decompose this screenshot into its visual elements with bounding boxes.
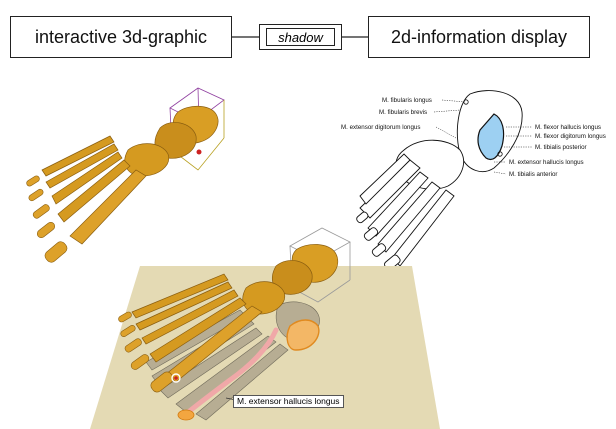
label-extensor-hallucis-longus: M. extensor hallucis longus [509,159,584,166]
shadow-muscle-tag[interactable]: M. extensor hallucis longus [233,395,344,408]
label-extensor-digitorum-longus: M. extensor digitorum longus [341,124,420,131]
label-flexor-hallucis-longus: M. flexor hallucis longus [535,124,601,131]
label-tibialis-posterior: M. tibialis posterior [535,144,587,151]
3d-foot-skeleton-top[interactable] [25,88,224,264]
label-fibularis-longus: M. fibularis longus [382,97,432,104]
label-fibularis-brevis: M. fibularis brevis [379,109,427,116]
label-tibialis-anterior: M. tibialis anterior [509,171,558,178]
shadow-toe-highlight [178,410,194,420]
label-flexor-digitorum-longus: M. flexor digitorum longus [535,133,606,140]
shadow-muscle-tag-label: M. extensor hallucis longus [237,396,340,406]
